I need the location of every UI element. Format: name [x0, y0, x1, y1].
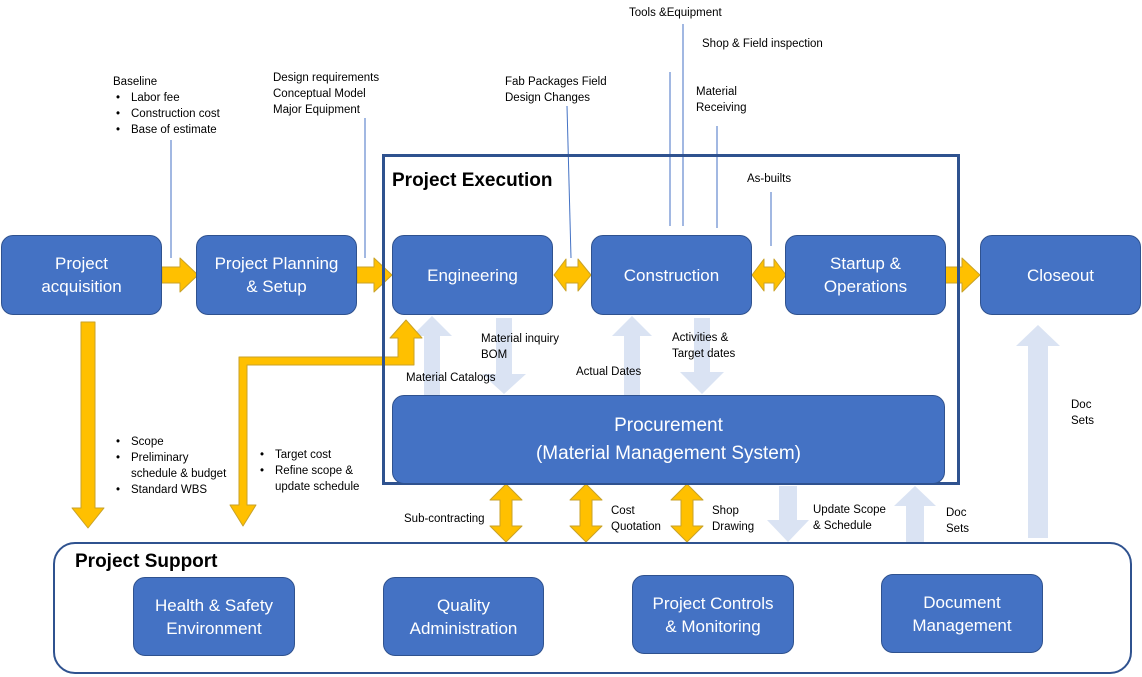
arrow-activities-down: [680, 318, 724, 394]
target-cost-list: Target cost Refine scope & update schedu…: [257, 447, 359, 495]
actual-dates-note: Actual Dates: [576, 366, 642, 378]
construction-box[interactable]: Construction: [591, 235, 752, 315]
arrow-cost-quotation: [569, 483, 603, 543]
procurement-box[interactable]: Procurement (Material Management System): [392, 395, 945, 484]
document-management-box[interactable]: Document Management: [881, 574, 1043, 653]
arrow-inquiry-down: [482, 318, 526, 394]
baseline-heading: Baseline: [113, 76, 158, 88]
project-execution-title: Project Execution: [392, 170, 553, 191]
closeout-box[interactable]: Closeout: [980, 235, 1141, 315]
list-item: Preliminary schedule & budget: [113, 450, 226, 482]
arrow-support-to-eng: [229, 319, 423, 527]
list-item: Refine scope & update schedule: [257, 463, 359, 495]
engineering-box[interactable]: Engineering: [392, 235, 553, 315]
project-acquisition-box[interactable]: Project acquisition: [1, 235, 162, 315]
material-inquiry-note: Material inquiry BOM: [481, 333, 559, 361]
list-item: Labor fee: [113, 90, 220, 106]
list-item: Scope: [113, 434, 226, 450]
shop-drawing-note: Shop Drawing: [712, 505, 755, 533]
list-item: Standard WBS: [113, 482, 226, 498]
arrow-catalogs-up: [412, 316, 452, 395]
as-builts-note: As-builts: [747, 173, 792, 185]
shop-field-inspection-note: Shop & Field inspection: [702, 38, 823, 50]
cost-quotation-note: Cost Quotation: [611, 505, 661, 533]
doc-sets-mid-note: Doc Sets: [946, 507, 970, 535]
startup-operations-box[interactable]: Startup & Operations: [785, 235, 946, 315]
arrow-shop-drawing: [670, 483, 704, 543]
baseline-list: Labor fee Construction cost Base of esti…: [113, 90, 220, 138]
doc-sets-right-note: Doc Sets: [1071, 399, 1095, 427]
arrow-closeout-up: [1016, 325, 1060, 538]
material-receiving-note: Material Receiving: [696, 86, 747, 114]
activities-note: Activities & Target dates: [672, 332, 736, 360]
arrow-doc-sets-up: [894, 486, 936, 542]
arrow-subcontracting: [489, 483, 523, 543]
baseline-note: Baseline Labor fee Construction cost Bas…: [113, 74, 220, 138]
update-scope-note: Update Scope & Schedule: [813, 504, 886, 532]
arrow-update-scope-down: [767, 486, 809, 542]
quality-administration-box[interactable]: Quality Administration: [383, 577, 544, 656]
list-item: Base of estimate: [113, 122, 220, 138]
project-controls-box[interactable]: Project Controls & Monitoring: [632, 575, 794, 654]
project-support-frame: [53, 542, 1132, 674]
arrow-acq-to-planning: [161, 257, 199, 293]
tools-equipment-note: Tools &Equipment: [629, 7, 722, 19]
scope-list: Scope Preliminary schedule & budget Stan…: [113, 434, 226, 498]
arrow-acq-to-support: [71, 321, 105, 529]
project-support-title: Project Support: [75, 551, 218, 572]
arrow-startup-closeout: [944, 257, 981, 293]
leader-fab-packages: [566, 105, 572, 259]
project-planning-box[interactable]: Project Planning & Setup: [196, 235, 357, 315]
arrow-actual-dates-up: [612, 316, 652, 395]
fab-packages-note: Fab Packages Field Design Changes: [505, 76, 607, 104]
design-requirements-note: Design requirements Conceptual Model Maj…: [273, 72, 380, 116]
list-item: Construction cost: [113, 106, 220, 122]
material-catalogs-note: Material Catalogs: [406, 372, 496, 384]
list-item: Target cost: [257, 447, 359, 463]
subcontracting-note: Sub-contracting: [404, 513, 485, 525]
health-safety-box[interactable]: Health & Safety Environment: [133, 577, 295, 656]
